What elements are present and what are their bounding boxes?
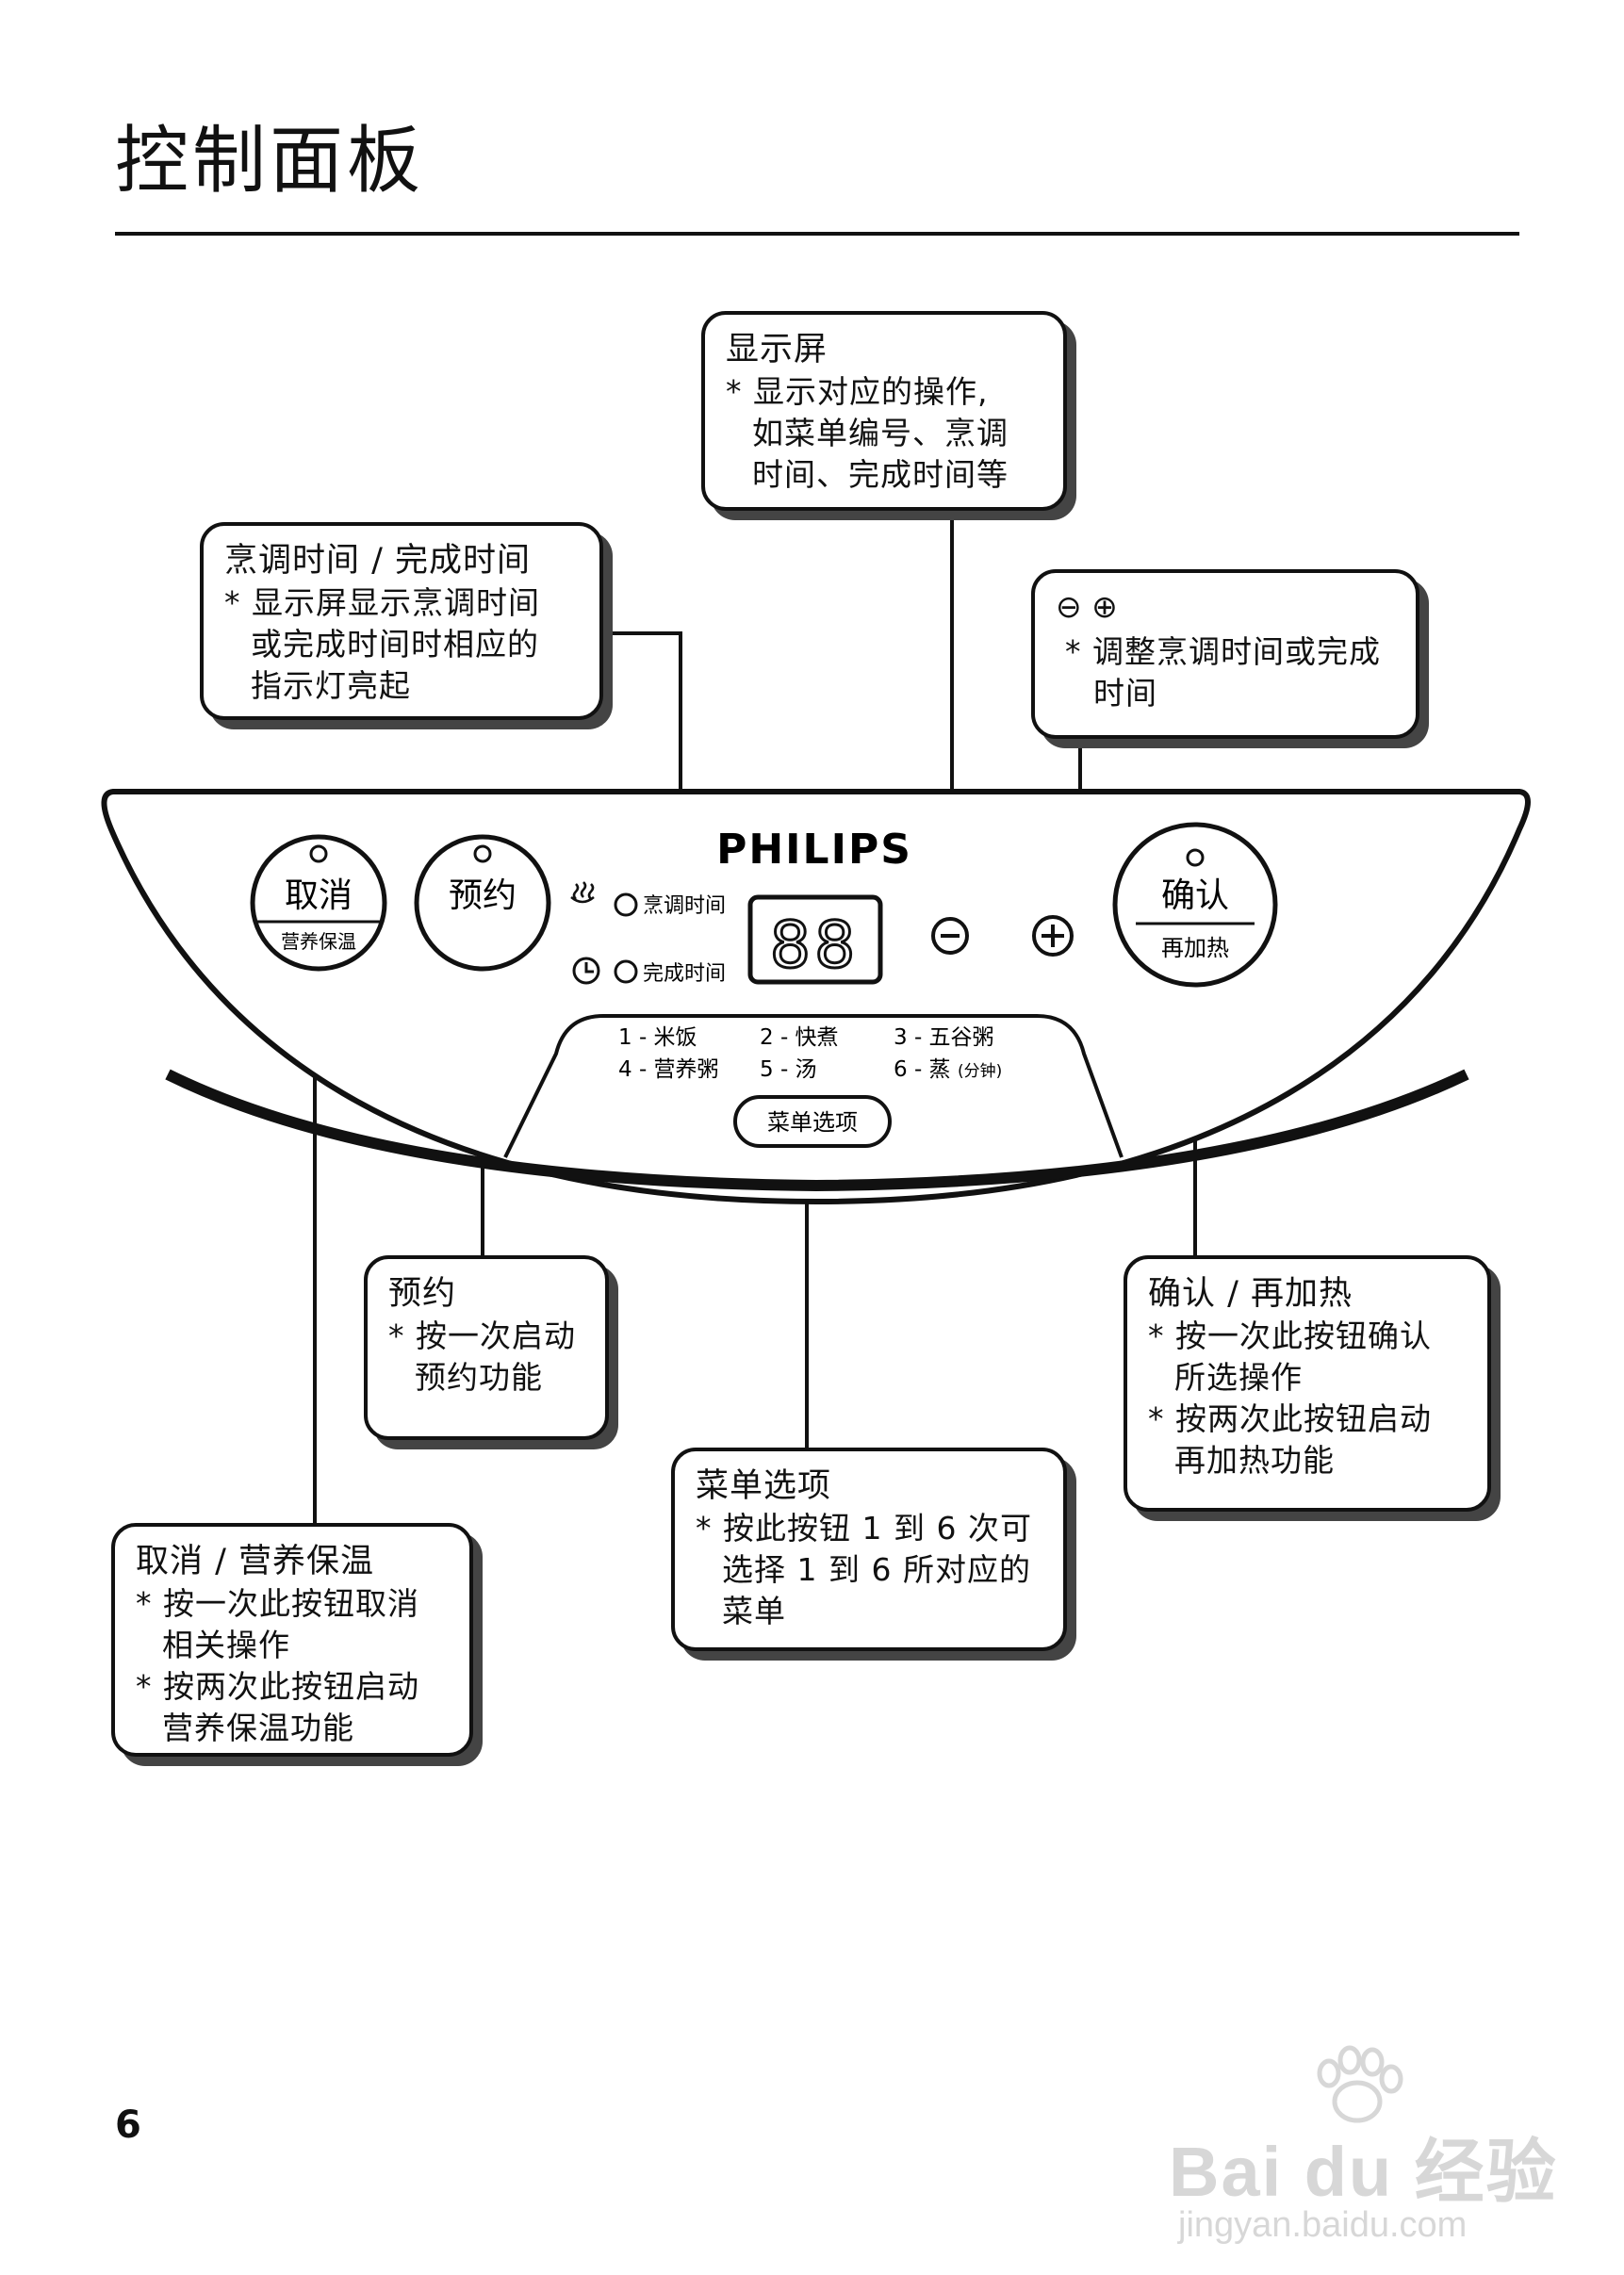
plus-button[interactable] — [1032, 915, 1074, 957]
display-screen — [747, 894, 883, 985]
leader-cook-time — [608, 631, 682, 860]
callout-cancel: 取消 / 营养保温 * 按一次此按钮取消 相关操作 * 按两次此按钮启动 营养保… — [111, 1523, 473, 1757]
menu-item: 5 - 汤 — [760, 1057, 817, 1082]
callout-line: * 按两次此按钮启动 — [136, 1668, 419, 1705]
page-title: 控制面板 — [115, 119, 425, 204]
timer-button-label: 预约 — [449, 876, 517, 915]
confirm-button[interactable]: 确认 再加热 — [1112, 822, 1278, 988]
menu-list: 1 - 米饭 2 - 快煮 3 - 五谷粥 4 - 营养粥 5 - 汤 6 - … — [618, 1025, 1002, 1082]
callout-line: 预约功能 — [415, 1359, 543, 1396]
callout-cook-time: 烹调时间 / 完成时间 * 显示屏显示烹调时间 或完成时间时相应的 指示灯亮起 — [200, 522, 603, 720]
callout-body: * 按此按钮 1 到 6 次可 选择 1 到 6 所对应的 菜单 — [696, 1508, 1044, 1632]
callout-line: 时间 — [1093, 675, 1157, 712]
panel-bottom-band — [165, 1069, 1469, 1192]
timer-button[interactable]: 预约 — [414, 834, 551, 972]
callout-line: 或完成时间时相应的 — [251, 626, 539, 663]
timer-indicator-light — [473, 844, 492, 863]
brand-logo: PHILIPS — [716, 826, 912, 874]
confirm-button-sublabel: 再加热 — [1161, 935, 1229, 961]
menu-item: 4 - 营养粥 — [618, 1057, 719, 1082]
callout-line: 再加热功能 — [1174, 1442, 1335, 1479]
menu-item: 1 - 米饭 — [618, 1025, 697, 1050]
menu-item: 6 - 蒸 — [894, 1057, 951, 1082]
callout-line: * 调整烹调时间或完成 — [1065, 633, 1381, 670]
callout-line: 菜单 — [722, 1593, 786, 1629]
callout-body: * 调整烹调时间或完成 时间 — [1056, 628, 1397, 714]
callout-title: 取消 / 营养保温 — [136, 1543, 375, 1580]
watermark-url: jingyan.baidu.com — [1178, 2205, 1468, 2245]
callout-line: * 显示对应的操作, — [726, 373, 989, 410]
cancel-indicator-light — [309, 844, 328, 863]
callout-body: * 显示对应的操作, 如菜单编号、烹调 时间、完成时间等 — [726, 371, 1044, 496]
callout-line: * 按一次此按钮确认 — [1148, 1318, 1432, 1354]
page-number: 6 — [115, 2103, 141, 2147]
minus-button[interactable] — [931, 917, 969, 955]
confirm-indicator-light — [1186, 848, 1205, 867]
callout-body: * 按一次此按钮确认 所选操作 * 按两次此按钮启动 再加热功能 — [1148, 1316, 1468, 1481]
paw-icon — [1317, 2045, 1403, 2123]
callout-title: 预约 — [388, 1275, 457, 1313]
menu-button-label: 菜单选项 — [767, 1109, 858, 1136]
confirm-button-label: 确认 — [1161, 876, 1229, 915]
callout-line: * 按两次此按钮启动 — [1148, 1400, 1432, 1437]
cancel-button[interactable]: 取消 营养保温 — [250, 834, 387, 972]
callout-line: * 显示屏显示烹调时间 — [224, 584, 540, 621]
menu-item: 3 - 五谷粥 — [894, 1025, 994, 1050]
cook-time-indicator-label: 烹调时间 — [643, 894, 726, 918]
callout-line: 营养保温功能 — [162, 1710, 354, 1746]
callout-body: * 显示屏显示烹调时间 或完成时间时相应的 指示灯亮起 — [224, 582, 581, 707]
callout-line: * 按此按钮 1 到 6 次可 — [696, 1510, 1032, 1547]
finish-time-indicator-light — [614, 959, 638, 984]
callout-title: 烹调时间 / 完成时间 — [224, 542, 532, 580]
display-digits: 88 — [770, 908, 860, 983]
callout-title: 菜单选项 — [696, 1467, 832, 1505]
cancel-button-label: 取消 — [285, 876, 353, 915]
menu-button[interactable]: 菜单选项 — [733, 1095, 892, 1148]
cook-time-indicator-light — [614, 892, 638, 917]
steam-icon — [570, 881, 595, 904]
callout-line: * 按一次启动 — [388, 1318, 576, 1354]
callout-title: ⊖ ⊕ — [1056, 588, 1118, 625]
callout-line: 时间、完成时间等 — [752, 456, 1009, 493]
callout-line: 选择 1 到 6 所对应的 — [722, 1551, 1031, 1588]
menu-item: 2 - 快煮 — [760, 1025, 839, 1050]
finish-time-indicator-label: 完成时间 — [643, 962, 726, 986]
watermark-logo: Bai du 经验 — [1169, 2133, 1558, 2211]
callout-line: 所选操作 — [1174, 1359, 1303, 1396]
title-divider — [115, 232, 1519, 236]
callout-line: 指示灯亮起 — [251, 667, 411, 704]
callout-adjust: ⊖ ⊕ * 调整烹调时间或完成 时间 — [1031, 569, 1419, 739]
callout-menu: 菜单选项 * 按此按钮 1 到 6 次可 选择 1 到 6 所对应的 菜单 — [671, 1448, 1067, 1651]
callout-line: 如菜单编号、烹调 — [752, 415, 1009, 451]
cancel-button-sublabel: 营养保温 — [281, 930, 356, 953]
callout-timer: 预约 * 按一次启动 预约功能 — [364, 1255, 609, 1440]
callout-title: 显示屏 — [726, 331, 828, 368]
callout-title: 确认 / 再加热 — [1148, 1275, 1353, 1313]
callout-line: * 按一次此按钮取消 — [136, 1585, 419, 1622]
menu-area-outline — [503, 1014, 1124, 1158]
callout-display: 显示屏 * 显示对应的操作, 如菜单编号、烹调 时间、完成时间等 — [701, 311, 1067, 511]
clock-icon — [572, 957, 600, 985]
callout-body: * 按一次启动 预约功能 — [388, 1316, 586, 1399]
callout-confirm: 确认 / 再加热 * 按一次此按钮确认 所选操作 * 按两次此按钮启动 再加热功… — [1124, 1255, 1491, 1512]
callout-line: 相关操作 — [162, 1627, 290, 1663]
callout-body: * 按一次此按钮取消 相关操作 * 按两次此按钮启动 营养保温功能 — [136, 1583, 451, 1749]
menu-item-suffix: (分钟) — [958, 1062, 1002, 1081]
